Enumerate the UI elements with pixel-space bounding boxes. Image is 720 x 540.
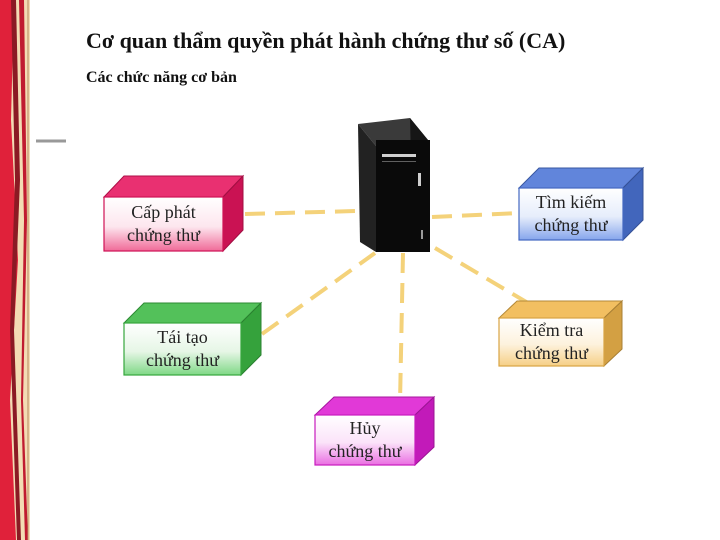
box-top-face — [104, 176, 243, 197]
function-label-line1: Cấp phát — [104, 201, 223, 224]
function-label-line1: Kiểm tra — [499, 319, 604, 342]
connector-cap-phat — [245, 211, 357, 214]
connector-kiem-tra — [435, 248, 533, 306]
function-label-line1: Tái tạo — [124, 326, 241, 349]
box-top-face — [315, 397, 434, 415]
box-top-face — [519, 168, 643, 188]
function-label-line1: Tìm kiếm — [519, 191, 623, 214]
box-top-face — [124, 303, 261, 323]
box-top-face — [499, 301, 622, 318]
slide-subtitle: Các chức năng cơ bản — [86, 69, 237, 87]
function-label-line1: Hủy — [315, 417, 415, 440]
function-label-line2: chứng thư — [519, 214, 623, 237]
function-label-line2: chứng thư — [499, 342, 604, 365]
left-decorative-stripes — [0, 0, 30, 540]
server-tower-icon — [358, 118, 430, 252]
connector-huy — [400, 253, 403, 403]
function-label-line2: chứng thư — [104, 224, 223, 247]
slide-title: Cơ quan thẩm quyền phát hành chứng thư s… — [86, 28, 565, 54]
connector-tim-kiem — [432, 213, 520, 217]
function-label-line2: chứng thư — [124, 349, 241, 372]
function-label-line2: chứng thư — [315, 440, 415, 463]
connector-tai-tao — [262, 253, 375, 334]
